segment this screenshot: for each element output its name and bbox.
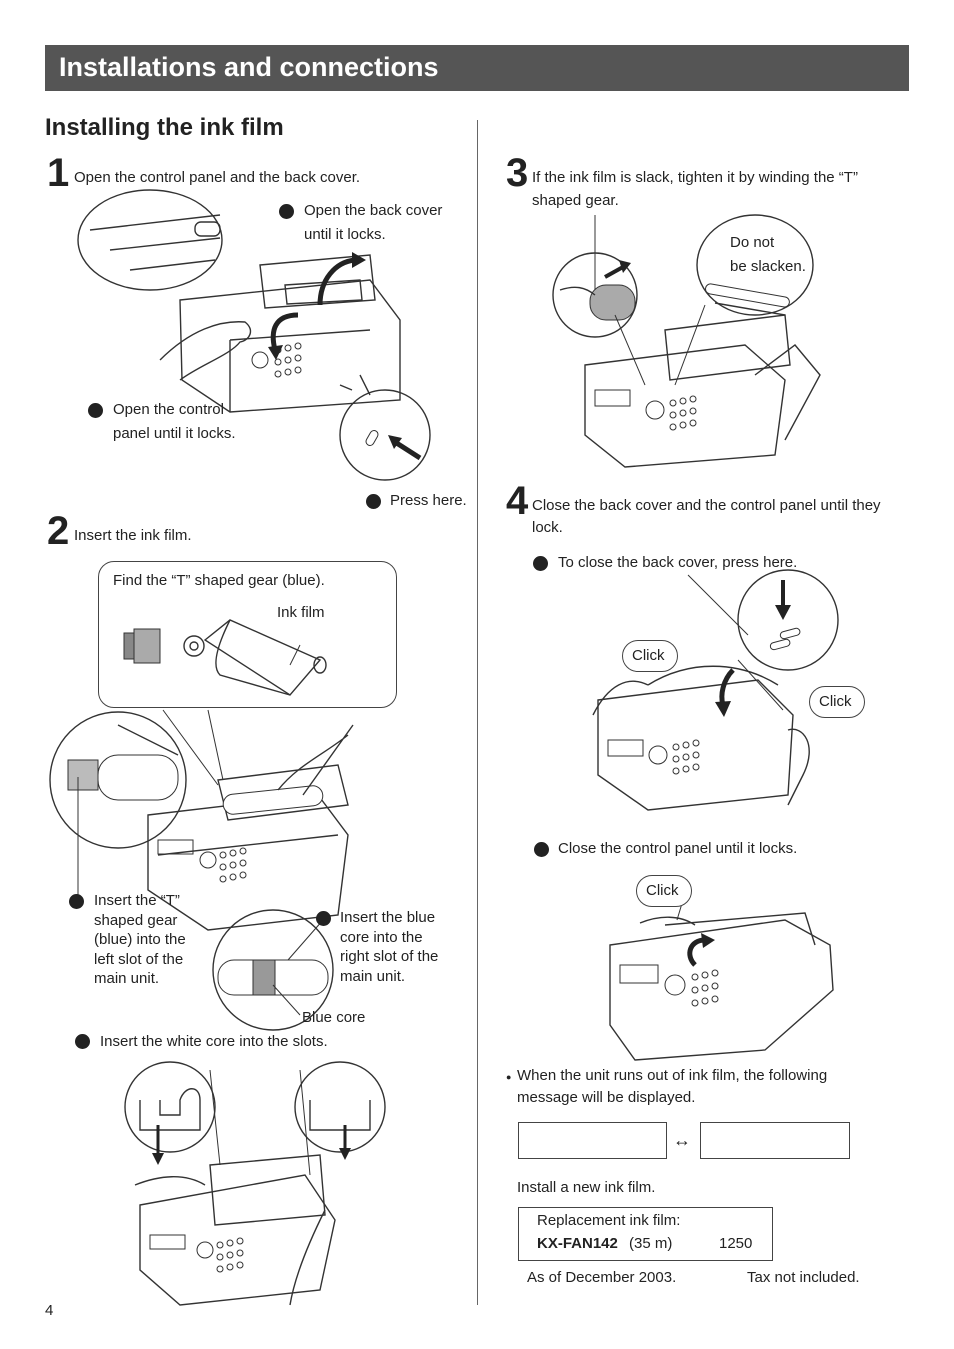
step-3-illustration bbox=[552, 214, 821, 468]
step-3-number: 3 bbox=[506, 151, 529, 195]
step-1-press-dot bbox=[366, 494, 381, 509]
step-3-instruction-line2: shaped gear. bbox=[532, 192, 619, 209]
page-number: 4 bbox=[45, 1302, 54, 1319]
step-1-note-press: Press here. bbox=[390, 492, 467, 509]
note-blue-core-line2: core into the bbox=[340, 928, 423, 946]
step-3-callout-line2: be slacken. bbox=[730, 258, 806, 275]
note-blue-core-line4: main unit. bbox=[340, 967, 406, 985]
t-gear-dot bbox=[69, 894, 84, 909]
replacement-price: 1250 bbox=[719, 1235, 753, 1252]
note-white-core: Insert the white core into the slots. bbox=[100, 1033, 328, 1050]
blue-core-label: Blue core bbox=[302, 1009, 366, 1026]
step-3-callout-line1: Do not bbox=[730, 234, 775, 251]
click-label-2: Click bbox=[819, 693, 852, 710]
ink-film-roll-illustration bbox=[123, 619, 327, 696]
display-alternate-arrow: ↔ bbox=[673, 1130, 691, 1150]
section-header-bar bbox=[45, 45, 909, 91]
column-divider bbox=[477, 120, 478, 1305]
replacement-film-box bbox=[518, 1207, 773, 1261]
replacement-model: KX-FAN142 bbox=[537, 1235, 618, 1252]
step-1-note-back-cover-line2: until it locks. bbox=[304, 226, 386, 243]
display-message-right bbox=[700, 1122, 850, 1159]
white-core-illustration bbox=[124, 1061, 386, 1306]
click-bubble-3 bbox=[636, 875, 692, 907]
step-2-instruction: Insert the ink film. bbox=[74, 527, 192, 544]
click-bubble-1 bbox=[622, 640, 678, 672]
step-1-back-cover-dot bbox=[279, 204, 294, 219]
step-4-panel-illustration bbox=[609, 899, 834, 1061]
step-1-note-panel-line2: panel until it locks. bbox=[113, 425, 236, 442]
step-1-note-back-cover-line1: Open the back cover bbox=[304, 202, 443, 219]
step-4-note-panel: Close the control panel until it locks. bbox=[558, 840, 798, 857]
subsection-title: Installing the ink film bbox=[45, 114, 284, 141]
click-label-1: Click bbox=[632, 647, 665, 664]
note-t-gear-line2: shaped gear bbox=[94, 911, 178, 929]
ink-film-label: Ink film bbox=[277, 604, 325, 621]
tax-note: Tax not included. bbox=[747, 1269, 860, 1286]
note-blue-core-line3: right slot of the bbox=[340, 948, 439, 965]
note-t-gear-line3: (blue) into the bbox=[94, 931, 186, 948]
step-2-number: 2 bbox=[47, 509, 70, 553]
price-as-of: As of December 2003. bbox=[527, 1269, 677, 1286]
bullet-marker: ● bbox=[506, 1072, 512, 1082]
find-gear-text: Find the “T” shaped gear (blue). bbox=[113, 572, 325, 589]
step-4-number: 4 bbox=[506, 479, 529, 523]
white-core-dot bbox=[75, 1034, 90, 1049]
step-4-panel-dot bbox=[534, 842, 549, 857]
section-title: Installations and connections bbox=[59, 52, 439, 82]
note-blue-core-line1: Insert the blue bbox=[340, 909, 436, 926]
step-1-number: 1 bbox=[47, 151, 70, 195]
note-t-gear-line5: main unit. bbox=[94, 970, 160, 987]
step-4-instruction-line2: lock. bbox=[532, 519, 563, 536]
replacement-label: Replacement ink film: bbox=[537, 1212, 681, 1229]
step-4-back-cover-dot bbox=[533, 556, 548, 571]
step-1-illustration bbox=[77, 189, 431, 481]
out-of-film-message-line1: When the unit runs out of ink film, the … bbox=[517, 1067, 828, 1084]
step-2-illustration bbox=[49, 709, 354, 1031]
click-bubble-2 bbox=[809, 686, 865, 718]
note-t-gear-line1: Insert the “T” bbox=[94, 892, 180, 909]
step-1-panel-dot bbox=[88, 403, 103, 418]
step-1-instruction: Open the control panel and the back cove… bbox=[74, 169, 361, 186]
replacement-length: (35 m) bbox=[629, 1235, 673, 1252]
out-of-film-message-line2: message will be displayed. bbox=[517, 1089, 696, 1106]
blue-core-dot bbox=[316, 911, 331, 926]
install-new-film-text: Install a new ink film. bbox=[517, 1179, 656, 1196]
step-1-note-panel-line1: Open the control bbox=[113, 401, 224, 418]
note-t-gear-line4: left slot of the bbox=[94, 950, 184, 968]
click-label-3: Click bbox=[646, 882, 679, 899]
step-4-back-cover-illustration bbox=[592, 569, 839, 811]
step-4-instruction-line1: Close the back cover and the control pan… bbox=[532, 497, 881, 514]
display-message-left bbox=[518, 1122, 667, 1159]
step-4-note-back-cover: To close the back cover, press here. bbox=[558, 554, 798, 571]
step-3-instruction-line1: If the ink film is slack, tighten it by … bbox=[532, 169, 858, 186]
